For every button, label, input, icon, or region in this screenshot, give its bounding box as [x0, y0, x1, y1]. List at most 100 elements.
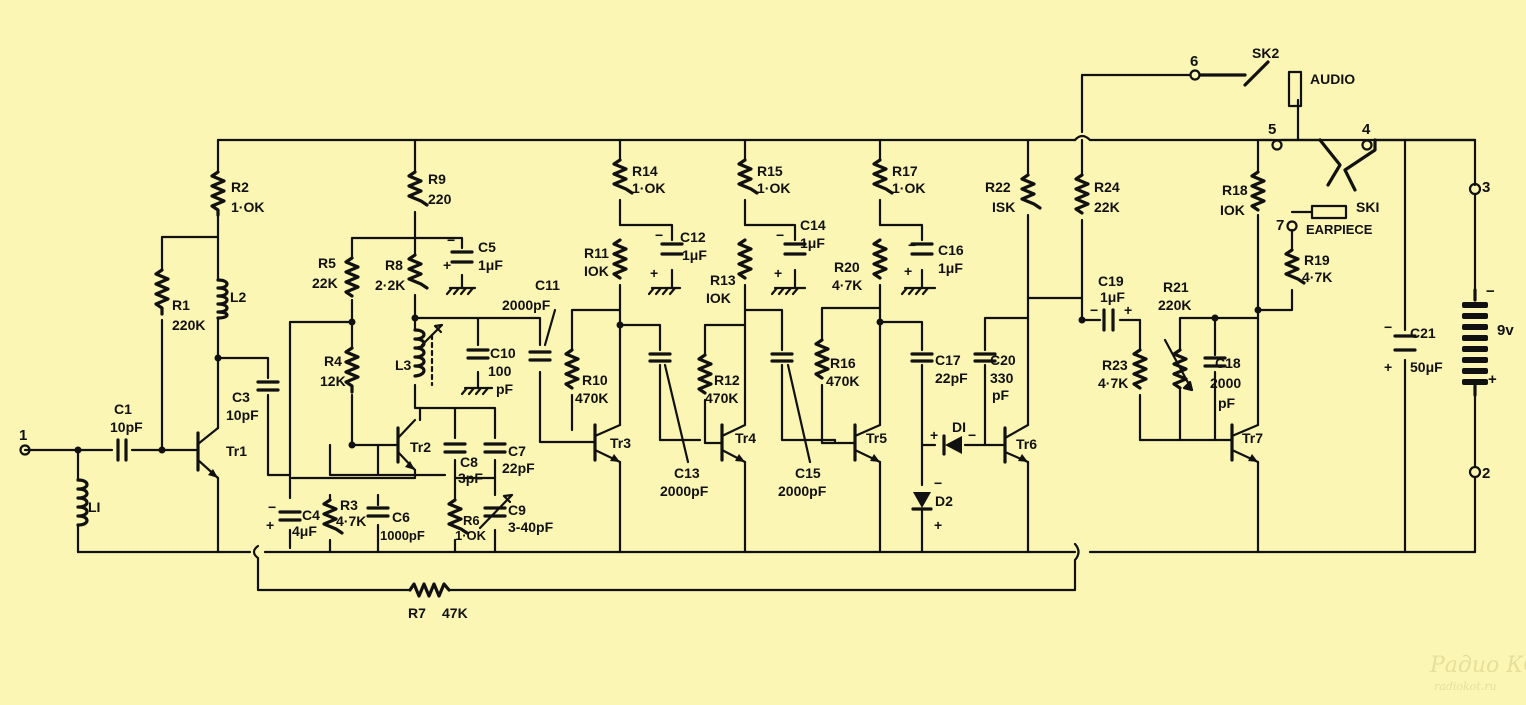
r8-name: R8: [385, 257, 403, 273]
c19-value: 1μF: [1100, 289, 1125, 305]
resistor-r14: [612, 158, 634, 195]
tr1-label: Tr1: [226, 443, 247, 459]
c20-value: 330: [990, 370, 1014, 386]
resistor-r5: [344, 256, 360, 298]
r22-name: R22: [985, 179, 1011, 195]
capacitor-c3: [256, 380, 280, 392]
c10-name: C10: [490, 345, 516, 361]
sk1-label: SKI: [1356, 199, 1379, 215]
tr4-label: Tr4: [735, 430, 756, 446]
capacitor-c15: [770, 352, 812, 464]
battery: [1462, 288, 1488, 397]
r23-name: R23: [1102, 357, 1128, 373]
tr3-label: Tr3: [610, 435, 631, 451]
c6-name: C6: [392, 509, 410, 525]
d1-minus: −: [968, 427, 976, 443]
capacitor-c6: [366, 506, 390, 518]
r19-value: 4·7K: [1302, 269, 1332, 285]
c9-value: 3-40pF: [508, 519, 554, 535]
c16-plus: +: [904, 263, 912, 279]
r2-value: 1·OK: [231, 199, 264, 215]
r10-name: R10: [582, 372, 608, 388]
wiring: [23, 73, 1477, 592]
c18-unit: pF: [1218, 395, 1236, 411]
resistor-r22: [1020, 173, 1042, 210]
r4-name: R4: [324, 353, 342, 369]
r5-name: R5: [318, 255, 336, 271]
terminal-5-label: 5: [1268, 121, 1276, 138]
sk2-label: SK2: [1252, 45, 1279, 61]
c14-minus: −: [776, 227, 784, 243]
capacitor-c17: [910, 352, 934, 363]
r16-name: R16: [830, 355, 856, 371]
terminal-7: [1286, 220, 1298, 232]
r6-name: R6: [463, 513, 480, 528]
resistor-r20: [872, 238, 888, 280]
r24-name: R24: [1094, 179, 1120, 195]
r17-name: R17: [892, 163, 918, 179]
terminal-4-label: 4: [1362, 121, 1371, 138]
transistor-tr5: [820, 423, 882, 464]
sockets: [1198, 60, 1377, 220]
d1-label: DI: [952, 419, 966, 435]
r20-name: R20: [834, 259, 860, 275]
sk2-audio-socket-icon: [1287, 70, 1303, 108]
ground-icon: [647, 286, 682, 296]
tr5-label: Tr5: [866, 430, 887, 446]
d2-plus: +: [934, 517, 942, 533]
r8-value: 2·2K: [375, 277, 405, 293]
ground-icon: [460, 386, 494, 396]
r3-value: 4·7K: [336, 513, 366, 529]
r11-value: IOK: [584, 263, 609, 279]
r6-value: 1·OK: [455, 528, 487, 543]
resistor-r12: [697, 353, 713, 395]
watermark-brand: Радио КОТ: [1429, 653, 1526, 678]
r11-name: R11: [584, 245, 609, 261]
resistor-r10: [564, 348, 580, 390]
r21-value: 220K: [1158, 297, 1191, 313]
c15-value: 2000pF: [778, 483, 827, 499]
d2-label: D2: [935, 493, 953, 509]
c20-name: C20: [990, 352, 1016, 368]
transistor-tr1: [196, 426, 220, 480]
c21-value: 50μF: [1410, 359, 1443, 375]
resistor-r9: [407, 170, 429, 207]
c18-name: C18: [1215, 355, 1241, 371]
terminals: [19, 69, 1482, 479]
c18-value: 2000: [1210, 375, 1241, 391]
c21-plus: +: [1384, 359, 1392, 375]
r20-value: 4·7K: [832, 277, 862, 293]
r14-value: 1·OK: [632, 180, 665, 196]
sk2-switch-icon: [1198, 60, 1270, 87]
resistor-r2: [210, 170, 226, 217]
transistor-tr6: [1003, 423, 1030, 464]
c11-value: 2000pF: [502, 297, 551, 313]
resistor-r16: [814, 338, 830, 380]
r4-value: 12K: [320, 373, 346, 389]
r5-value: 22K: [312, 275, 338, 291]
r23-value: 4·7K: [1098, 375, 1128, 391]
c12-minus: −: [655, 227, 663, 243]
r18-value: IOK: [1220, 202, 1245, 218]
r15-value: 1·OK: [757, 180, 790, 196]
ground-symbols: [445, 286, 937, 396]
c1-name: C1: [114, 401, 132, 417]
c5-minus: −: [447, 232, 455, 248]
resistor-r24: [1074, 173, 1090, 215]
r1-value: 220K: [172, 317, 205, 333]
c12-value: 1μF: [682, 247, 707, 263]
resistors: [154, 158, 1306, 598]
resistor-r8: [407, 253, 429, 290]
r17-value: 1·OK: [892, 180, 925, 196]
sk1-desc-label: EARPIECE: [1306, 222, 1373, 237]
d1-plus: +: [930, 427, 938, 443]
r21-wiper-arrow-icon: [1163, 338, 1194, 392]
battery-plus-label: +: [1488, 371, 1497, 388]
c14-name: C14: [800, 217, 826, 233]
capacitor-c1: [116, 438, 128, 462]
capacitor-c20: [973, 352, 997, 363]
resistor-r7: [408, 582, 451, 598]
c14-plus: +: [774, 265, 782, 281]
tr6-label: Tr6: [1016, 436, 1037, 452]
r22-value: ISK: [992, 199, 1015, 215]
